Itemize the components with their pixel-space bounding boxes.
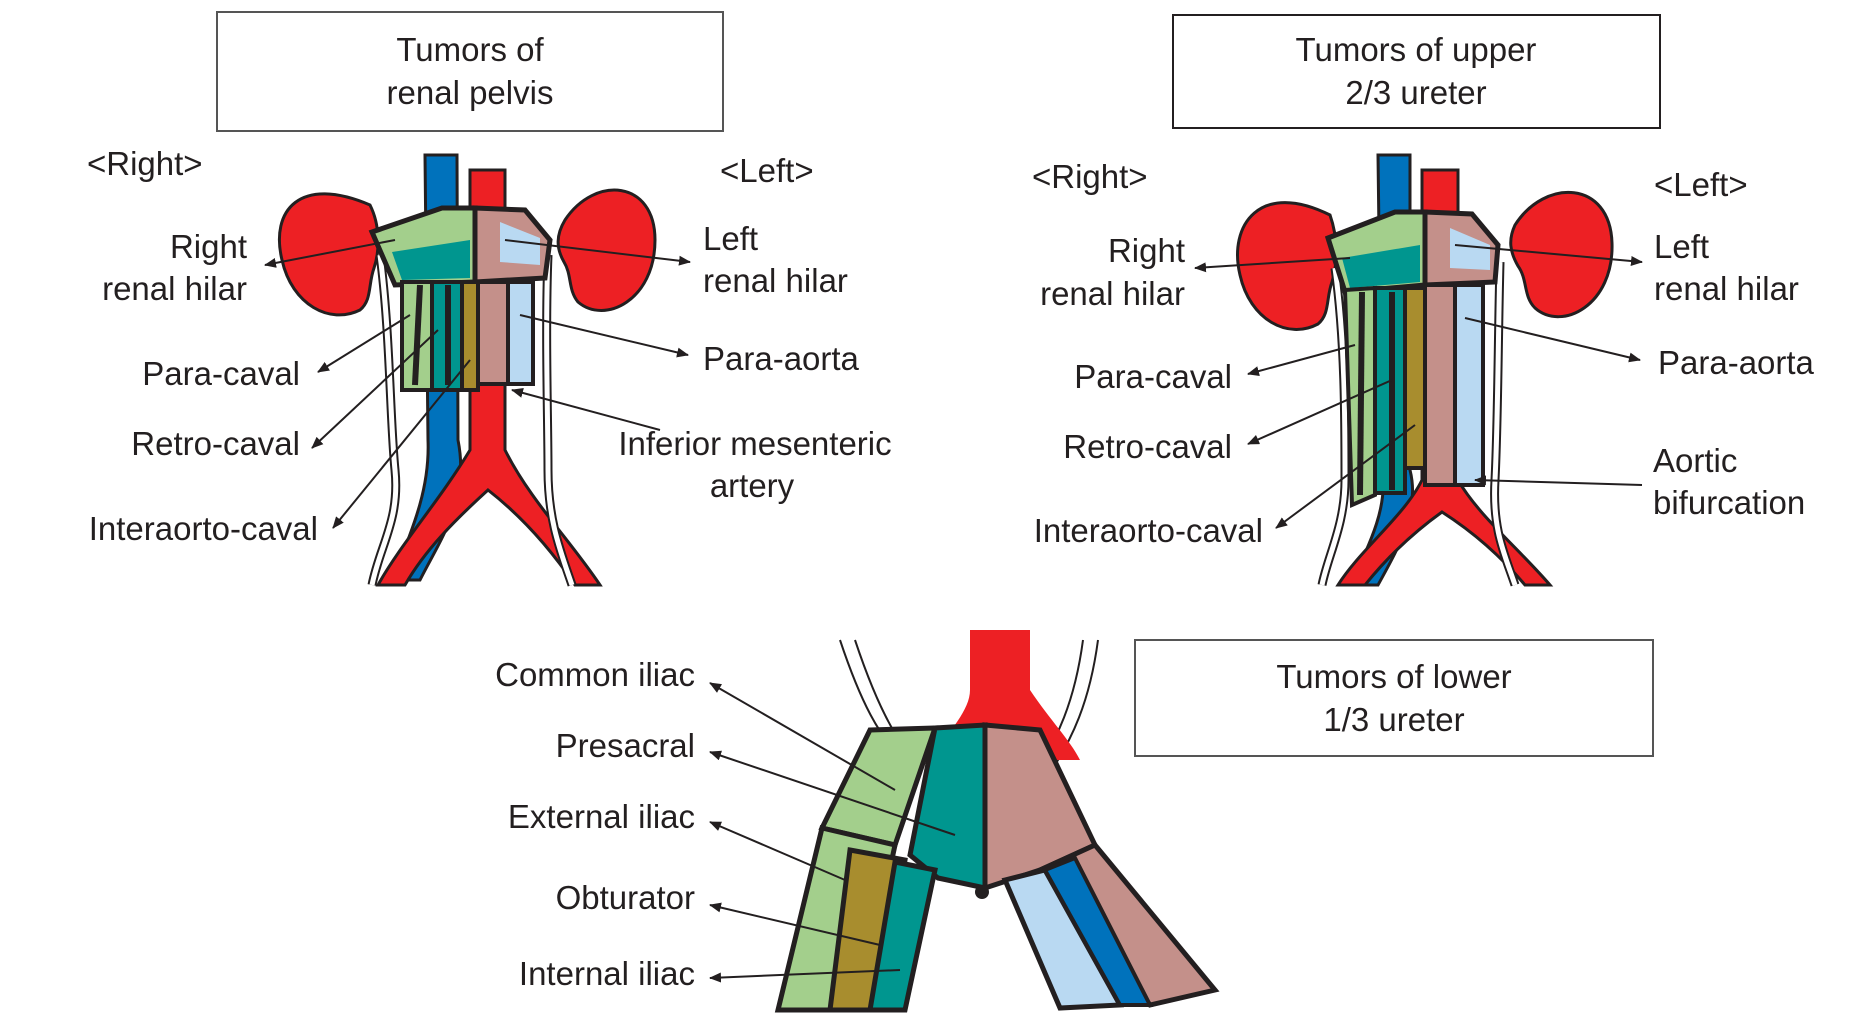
leader-aortic-bifurcation <box>1475 480 1642 485</box>
interaortocaval-zone <box>1405 288 1425 468</box>
right-renal-hilar-label-1: Right <box>170 228 247 265</box>
leader-ima <box>512 390 660 430</box>
retro-caval-label: Retro-caval <box>131 425 300 462</box>
ima-label-2: artery <box>710 467 795 504</box>
upper-ureter-title-line1: Tumors of upper <box>1296 31 1537 68</box>
aortic-bifurcation-label-1: Aortic <box>1653 442 1737 479</box>
para-aortic-zone <box>1455 285 1483 485</box>
para-aortic-zone <box>508 282 533 384</box>
obturator-label: Obturator <box>556 879 695 916</box>
left-renal-hilar-label-1: Left <box>703 220 758 257</box>
aortic-bifurcation-label-2: bifurcation <box>1653 484 1805 521</box>
interaortocaval-label: Interaorto-caval <box>89 510 318 547</box>
aorta-front-zone <box>1425 285 1455 485</box>
retro-caval-label: Retro-caval <box>1063 428 1232 465</box>
para-aorta-label: Para-aorta <box>1658 344 1815 381</box>
right-renal-hilar-label-2: renal hilar <box>1040 275 1185 312</box>
aorta-front-zone <box>478 282 508 384</box>
para-aorta-label: Para-aorta <box>703 340 860 377</box>
renal-pelvis-title-line2: renal pelvis <box>387 74 554 111</box>
right-side-label: <Right> <box>87 145 203 182</box>
left-kidney <box>558 190 655 310</box>
internal-iliac-label: Internal iliac <box>519 955 695 992</box>
left-side-label: <Left> <box>720 152 814 189</box>
leader-para-caval <box>318 315 410 372</box>
common-iliac-label: Common iliac <box>495 656 695 693</box>
interaortocaval-label: Interaorto-caval <box>1034 512 1263 549</box>
right-kidney <box>1238 203 1337 330</box>
leader-para-aorta <box>1465 318 1640 360</box>
upper-ureter-title-line2: 2/3 ureter <box>1345 74 1486 111</box>
upper-ureter-anatomy <box>1238 155 1613 585</box>
renal-pelvis-title-box <box>217 12 723 131</box>
renal-pelvis-title-line1: Tumors of <box>396 31 544 68</box>
upper-ureter-panel: Tumors of upper 2/3 ureter <Right> <Left… <box>1032 15 1815 585</box>
right-kidney <box>279 194 378 315</box>
right-renal-hilar-label-2: renal hilar <box>102 270 247 307</box>
sacral-promontory <box>975 885 989 899</box>
external-iliac-label: External iliac <box>508 798 695 835</box>
lower-ureter-panel: Tumors of lower 1/3 ureter Common iliac … <box>495 630 1653 1010</box>
left-side-label: <Left> <box>1654 166 1748 203</box>
interaortocaval-zone <box>462 282 478 390</box>
presacral-label: Presacral <box>556 727 695 764</box>
left-renal-hilar-label-2: renal hilar <box>1654 270 1799 307</box>
para-caval-label: Para-caval <box>142 355 300 392</box>
right-renal-hilar-label-1: Right <box>1108 232 1185 269</box>
lower-ureter-title-line1: Tumors of lower <box>1276 658 1511 695</box>
lower-ureter-title-line2: 1/3 ureter <box>1323 701 1464 738</box>
left-renal-hilar-label-1: Left <box>1654 228 1709 265</box>
renal-pelvis-anatomy <box>279 155 655 585</box>
renal-pelvis-panel: Tumors of renal pelvis <box>87 12 892 585</box>
left-renal-hilar-label-2: renal hilar <box>703 262 848 299</box>
para-caval-label: Para-caval <box>1074 358 1232 395</box>
right-side-label: <Right> <box>1032 158 1148 195</box>
